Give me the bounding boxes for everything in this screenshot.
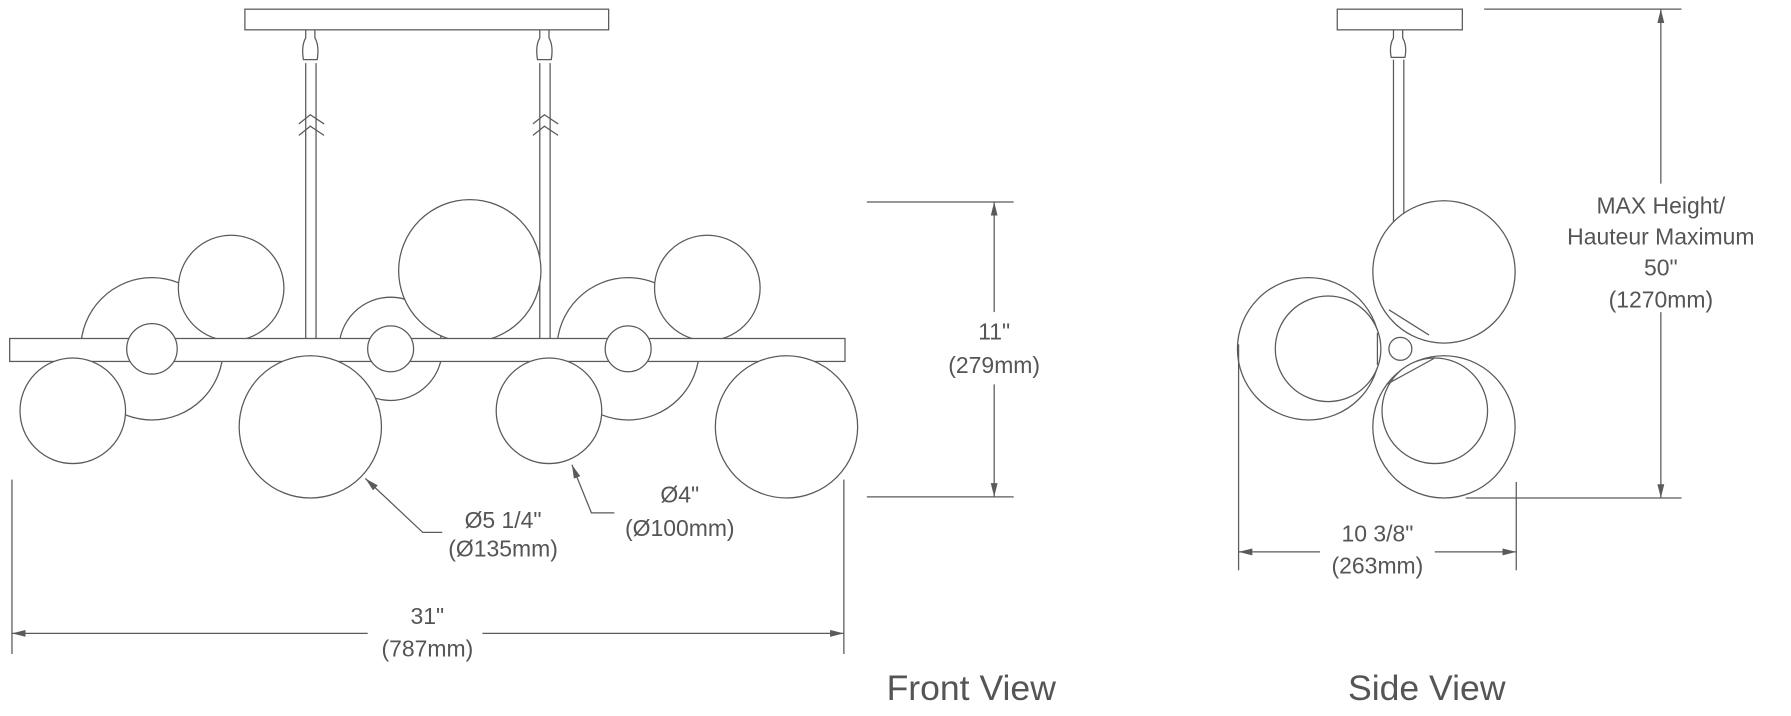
- small-globe-dimension: Ø4" (Ø100mm): [571, 464, 735, 541]
- globe: [1274, 295, 1382, 403]
- large-globe-dimension: Ø5 1/4" (Ø135mm): [364, 478, 558, 562]
- side-width-dimension: 10 3/8" (263mm): [1237, 344, 1517, 579]
- height-dimension: 11" (279mm): [866, 201, 1040, 498]
- small-globe-imperial: Ø4": [660, 482, 699, 508]
- side-view-title: Side View: [1348, 668, 1506, 708]
- globe: [714, 355, 859, 499]
- rod-right: [532, 29, 559, 339]
- globe: [177, 234, 285, 342]
- small-globe-metric: (Ø100mm): [625, 515, 735, 541]
- height-metric: (279mm): [948, 352, 1040, 378]
- max-height-label-1: MAX Height/: [1596, 192, 1725, 218]
- globe: [238, 355, 383, 499]
- max-height-dimension: MAX Height/ Hauteur Maximum 50" (1270mm): [1465, 8, 1755, 499]
- hub: [1388, 336, 1413, 361]
- side-width-metric: (263mm): [1332, 553, 1424, 579]
- globe: [19, 357, 127, 465]
- socket: [367, 325, 415, 373]
- globe: [1381, 357, 1489, 465]
- side-view: MAX Height/ Hauteur Maximum 50" (1270mm)…: [1236, 8, 1755, 708]
- width-imperial: 31": [411, 603, 445, 629]
- globe: [1372, 200, 1516, 344]
- max-height-imperial: 50": [1644, 254, 1678, 280]
- socket: [604, 325, 652, 373]
- rod-left: [298, 29, 325, 339]
- height-imperial: 11": [978, 319, 1010, 345]
- ceiling-canopy: [1336, 8, 1463, 31]
- globe: [653, 234, 761, 342]
- globe: [495, 357, 603, 465]
- ceiling-canopy: [244, 8, 610, 31]
- max-height-label-2: Hauteur Maximum: [1567, 223, 1754, 249]
- large-globe-imperial: Ø5 1/4": [465, 507, 542, 533]
- front-view: 11" (279mm) Ø5 1/4" (Ø135mm) Ø4" (Ø100mm…: [9, 8, 1057, 708]
- width-dimension: 31" (787mm): [11, 479, 845, 661]
- front-view-title: Front View: [887, 668, 1057, 708]
- side-width-imperial: 10 3/8": [1341, 521, 1413, 547]
- socket: [126, 322, 178, 375]
- width-metric: (787mm): [381, 635, 473, 661]
- max-height-metric: (1270mm): [1609, 287, 1714, 313]
- globe: [398, 199, 542, 343]
- large-globe-metric: (Ø135mm): [448, 536, 558, 562]
